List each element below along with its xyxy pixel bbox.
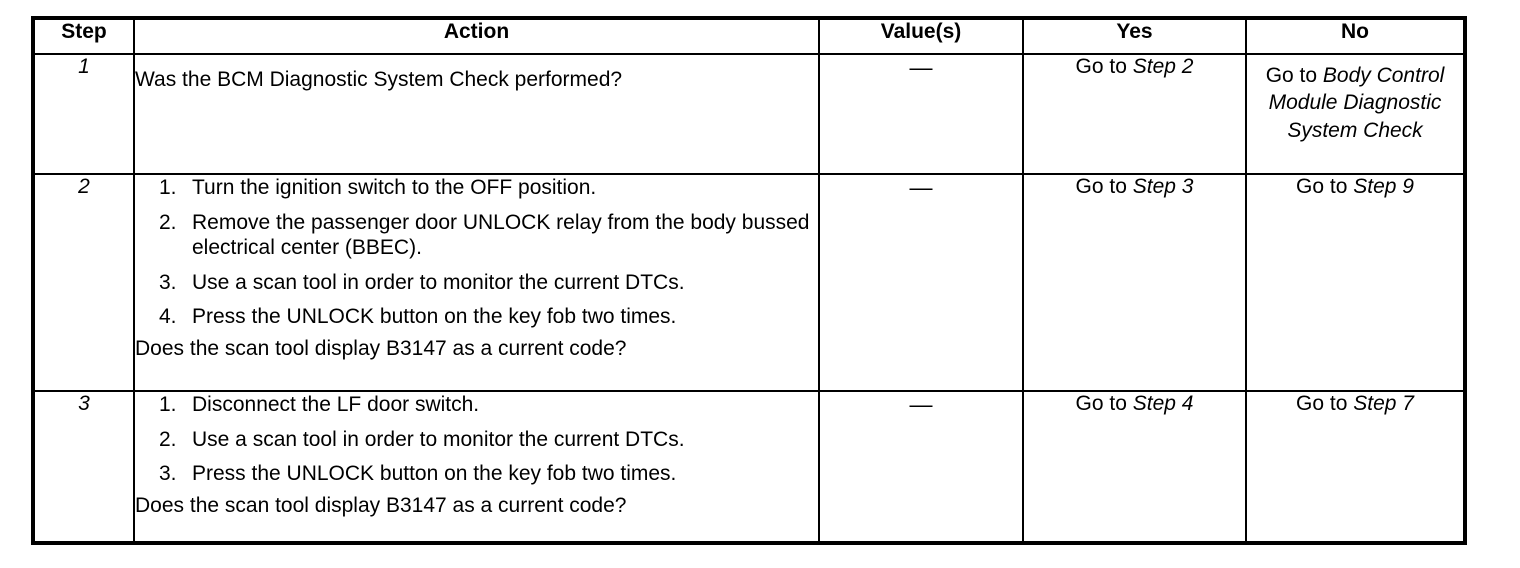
- step-number: 3: [33, 390, 135, 543]
- list-item: 1. Disconnect the LF door switch.: [135, 392, 818, 418]
- list-item: 3. Use a scan tool in order to monitor th…: [135, 270, 818, 296]
- list-item-text: Remove the passenger door UNLOCK relay f…: [192, 210, 810, 260]
- step-number: 2: [33, 173, 135, 392]
- column-header-yes: Yes: [1022, 18, 1247, 55]
- list-item-text: Press the UNLOCK button on the key fob t…: [192, 462, 677, 486]
- action-cell: 1. Disconnect the LF door switch. 2. Use a…: [133, 390, 820, 543]
- value-text: —: [909, 391, 933, 417]
- table-header-row: Step Action Value(s) Yes No: [33, 18, 1465, 55]
- column-header-no: No: [1245, 18, 1465, 55]
- table-row: 3 1. Disconnect the LF door switch. 2. Use…: [33, 390, 1465, 543]
- list-item: 4. Press the UNLOCK button on the key fob…: [135, 304, 818, 330]
- no-branch-cell: Go to Step 7: [1245, 390, 1465, 543]
- list-item: 3. Press the UNLOCK button on the key fob…: [135, 461, 818, 487]
- value-cell: —: [818, 53, 1024, 175]
- action-step-list: 1. Disconnect the LF door switch. 2. Use a…: [135, 392, 818, 487]
- list-item-text: Turn the ignition switch to the OFF posi…: [192, 176, 597, 199]
- yes-branch-prefix: Go to: [1075, 392, 1133, 415]
- action-question: Was the BCM Diagnostic System Check perf…: [135, 68, 623, 91]
- no-branch-target[interactable]: Body Control Module Diagnostic System Ch…: [1268, 64, 1445, 142]
- no-branch-prefix: Go to: [1296, 392, 1354, 415]
- no-branch-prefix: Go to: [1296, 175, 1354, 198]
- list-item-number: 4.: [159, 305, 177, 329]
- value-cell: —: [818, 173, 1024, 392]
- list-item: 2. Remove the passenger door UNLOCK relay…: [135, 210, 818, 261]
- yes-branch-cell: Go to Step 4: [1022, 390, 1247, 543]
- no-branch-target[interactable]: Step 7: [1353, 392, 1414, 415]
- list-item-number: 1.: [159, 393, 177, 416]
- table-row: 2 1. Turn the ignition switch to the OFF …: [33, 173, 1465, 392]
- no-branch-cell: Go to Body Control Module Diagnostic Sys…: [1245, 53, 1465, 175]
- value-text: —: [909, 174, 933, 200]
- value-text: —: [909, 54, 933, 80]
- list-item: 1. Turn the ignition switch to the OFF po…: [135, 175, 818, 201]
- step-number: 1: [33, 53, 135, 175]
- diagnostic-procedure-table: Step Action Value(s) Yes No 1 Was the BC…: [31, 16, 1467, 545]
- no-branch-prefix: Go to: [1265, 64, 1323, 87]
- action-question: Does the scan tool display B3147 as a cu…: [135, 493, 627, 517]
- action-cell: Was the BCM Diagnostic System Check perf…: [133, 53, 820, 175]
- yes-branch-target[interactable]: Step 3: [1132, 175, 1194, 198]
- column-header-action: Action: [133, 18, 820, 55]
- action-step-list: 1. Turn the ignition switch to the OFF po…: [135, 175, 818, 330]
- list-item-number: 2.: [159, 427, 177, 451]
- no-branch-cell: Go to Step 9: [1245, 173, 1465, 392]
- list-item-number: 2.: [159, 210, 177, 234]
- action-question: Does the scan tool display B3147 as a cu…: [135, 337, 627, 361]
- list-item-text: Use a scan tool in order to monitor the …: [192, 270, 685, 294]
- yes-branch-prefix: Go to: [1075, 55, 1133, 78]
- value-cell: —: [818, 390, 1024, 543]
- list-item-number: 1.: [159, 176, 177, 199]
- table-row: 1 Was the BCM Diagnostic System Check pe…: [33, 53, 1465, 175]
- yes-branch-cell: Go to Step 3: [1022, 173, 1247, 392]
- list-item: 2. Use a scan tool in order to monitor th…: [135, 427, 818, 453]
- action-cell: 1. Turn the ignition switch to the OFF po…: [133, 173, 820, 392]
- yes-branch-prefix: Go to: [1075, 175, 1133, 198]
- list-item-text: Press the UNLOCK button on the key fob t…: [192, 305, 677, 329]
- list-item-text: Use a scan tool in order to monitor the …: [192, 427, 685, 451]
- list-item-number: 3.: [159, 462, 177, 486]
- list-item-text: Disconnect the LF door switch.: [192, 393, 480, 416]
- yes-branch-cell: Go to Step 2: [1022, 53, 1247, 175]
- yes-branch-target[interactable]: Step 4: [1132, 392, 1194, 415]
- yes-branch-target[interactable]: Step 2: [1132, 55, 1194, 78]
- list-item-number: 3.: [159, 270, 177, 294]
- no-branch-target[interactable]: Step 9: [1353, 175, 1414, 198]
- column-header-step: Step: [33, 18, 135, 55]
- column-header-values: Value(s): [818, 18, 1024, 55]
